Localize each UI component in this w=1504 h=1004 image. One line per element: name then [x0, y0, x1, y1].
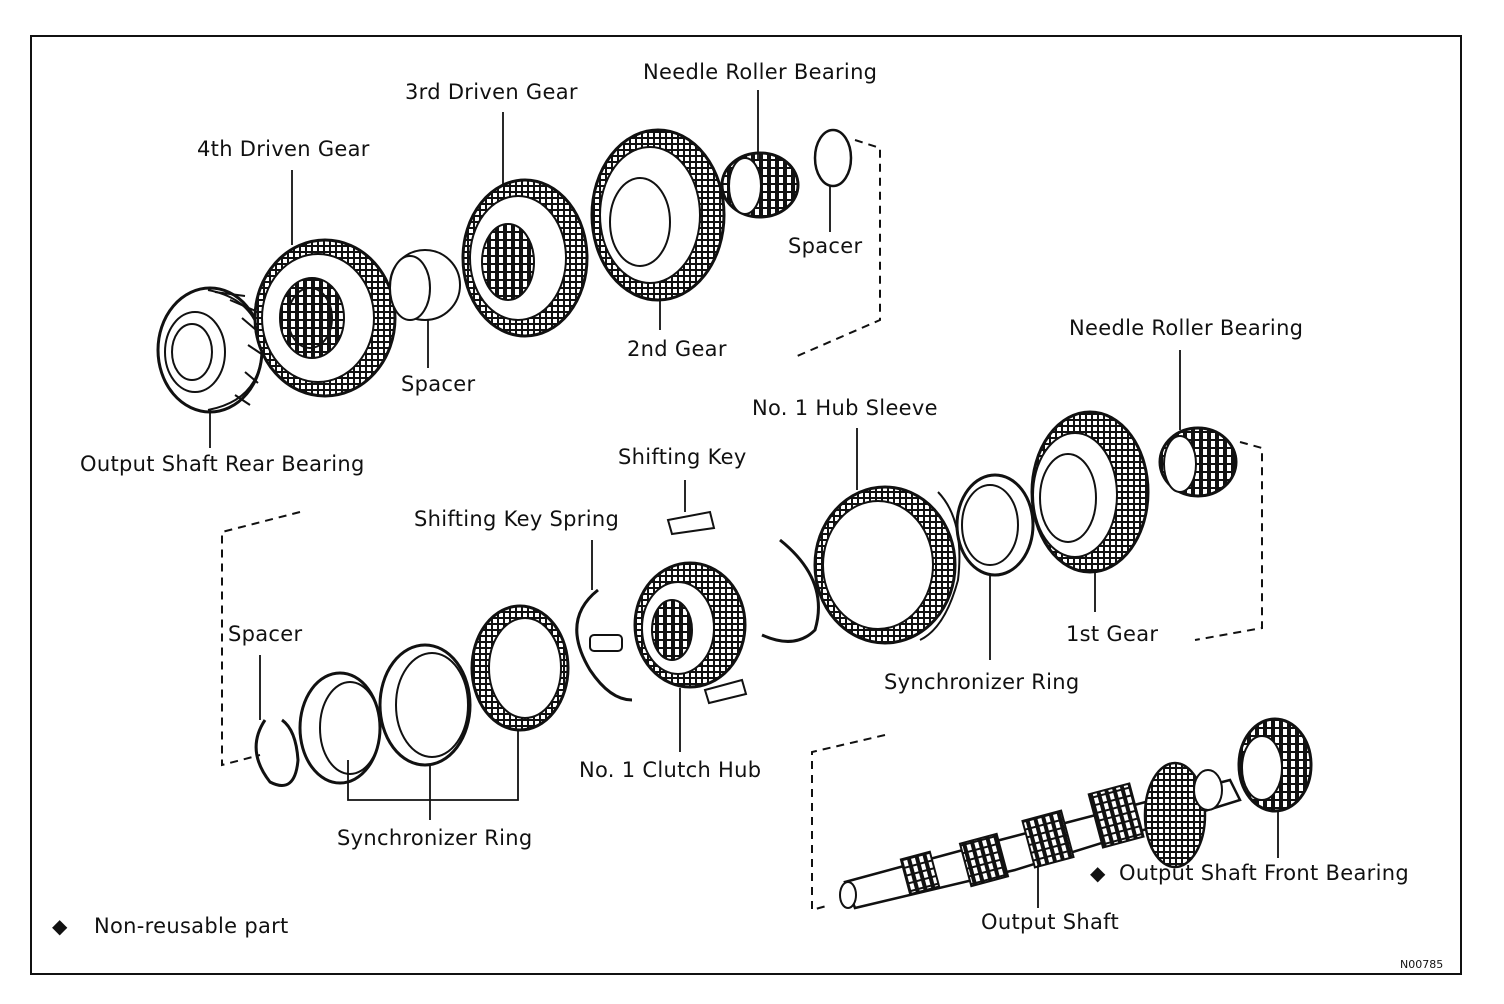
output-shaft-rear-bearing-drawing — [156, 286, 264, 414]
label-synchronizer-ring-bottom: Synchronizer Ring — [337, 826, 533, 850]
label-needle-roller-bearing-top: Needle Roller Bearing — [643, 60, 878, 84]
first-gear-drawing — [1030, 410, 1150, 574]
label-shifting-key-spring: Shifting Key Spring — [414, 507, 620, 531]
label-spacer-middle: Spacer — [401, 372, 476, 396]
assembly-guide-bottom — [811, 734, 886, 912]
label-second-gear: 2nd Gear — [627, 337, 727, 361]
label-no1-hub-sleeve: No. 1 Hub Sleeve — [752, 396, 938, 420]
shifting-key-spring-drawing — [575, 588, 633, 702]
label-output-shaft-front-bearing: Output Shaft Front Bearing — [1119, 861, 1409, 885]
label-shifting-key: Shifting Key — [618, 445, 747, 469]
non-reusable-marker: ◆ — [1090, 861, 1106, 885]
figure-code: N00785 — [1400, 958, 1444, 971]
no1-clutch-hub-drawing — [633, 561, 747, 689]
diagram-frame — [30, 35, 1462, 975]
output-shaft-front-bearing-drawing — [1237, 717, 1313, 813]
leader-lines-bottom — [1037, 810, 1279, 908]
legend-symbol: ◆ — [52, 914, 68, 938]
third-driven-gear-drawing — [461, 178, 589, 338]
label-spacer-top-right: Spacer — [788, 234, 863, 258]
label-spacer-left: Spacer — [228, 622, 303, 646]
output-shaft-drawing — [839, 761, 1242, 910]
label-fourth-driven-gear: 4th Driven Gear — [197, 137, 370, 161]
second-gear-drawing — [590, 128, 726, 302]
assembly-guide-right — [1194, 441, 1263, 641]
needle-roller-bearing-right-drawing — [1158, 426, 1238, 498]
shifting-key-drawing — [589, 510, 748, 705]
no1-hub-sleeve-drawing — [813, 485, 961, 645]
spacer-ring-top-drawing — [813, 128, 853, 188]
fourth-driven-gear-drawing — [253, 238, 397, 398]
label-synchronizer-ring-right: Synchronizer Ring — [884, 670, 1080, 694]
needle-roller-bearing-top-drawing — [720, 151, 800, 219]
label-needle-roller-bearing-right: Needle Roller Bearing — [1069, 316, 1304, 340]
spacer-left-drawing — [254, 718, 300, 787]
leader-lines-middle — [259, 350, 1181, 820]
label-no1-clutch-hub: No. 1 Clutch Hub — [579, 758, 762, 782]
synchronizer-ring-right-drawing — [955, 473, 1035, 577]
shifting-key-spring-right-drawing — [761, 538, 820, 643]
label-output-shaft-rear-bearing: Output Shaft Rear Bearing — [80, 452, 365, 476]
label-third-driven-gear: 3rd Driven Gear — [405, 80, 578, 104]
leader-lines-top — [209, 90, 831, 448]
assembly-guide-left — [221, 511, 301, 767]
spacer-middle-drawing — [389, 249, 461, 321]
legend-text: Non-reusable part — [94, 914, 289, 938]
label-output-shaft: Output Shaft — [981, 910, 1119, 934]
label-first-gear: 1st Gear — [1066, 622, 1159, 646]
assembly-guide-top — [794, 139, 881, 358]
synchronizer-rings-bottom-drawing — [298, 604, 570, 785]
